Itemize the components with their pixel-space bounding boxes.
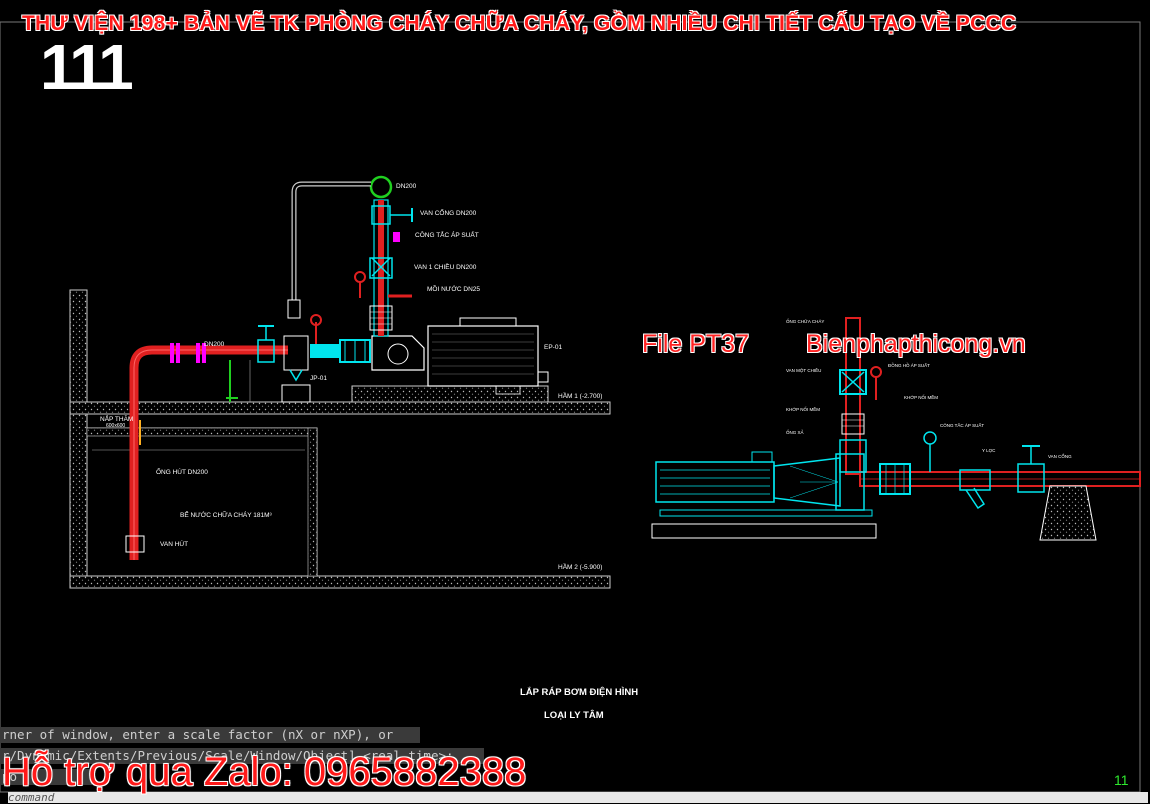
- sheet-number: 111: [40, 31, 134, 103]
- floor-slab-2: [69, 575, 611, 589]
- label-suction: ỐNG HÚT DN200: [156, 466, 208, 476]
- title-line-1: LẮP RÁP BƠM ĐIỆN HÌNH: [520, 686, 638, 698]
- right-support-block: [1039, 485, 1097, 541]
- r-label-6: ỐNG XẢ: [786, 429, 804, 435]
- label-lid: NẮP THĂM: [100, 414, 133, 423]
- dn200-circle: [369, 175, 393, 199]
- suction-pipe: [129, 345, 288, 560]
- r-label-9: VAN CỔNG: [1048, 453, 1072, 459]
- floor-slab-1: [69, 401, 611, 415]
- right-labels: ỐNG CHỮA CHÁY VAN MỘT CHIỀU ĐỒNG HỒ ÁP S…: [786, 318, 1072, 459]
- title-block: LẮP RÁP BƠM ĐIỆN HÌNH LOẠI LY TÂM: [520, 686, 638, 721]
- right-pump-section: [651, 317, 1141, 541]
- label-check-valve: VAN 1 CHIỀU DN200: [414, 261, 477, 271]
- right-y-strainer: [959, 469, 991, 491]
- right-riser: [845, 317, 861, 475]
- command-input[interactable]: command: [8, 792, 1148, 803]
- title-line-2: LOẠI LY TÂM: [544, 709, 604, 721]
- right-check-valve: [839, 369, 867, 395]
- file-id-watermark: File PT37: [642, 330, 749, 358]
- strainer: [283, 335, 309, 371]
- left-pump-section: [69, 175, 611, 589]
- banner-title: THƯ VIỆN 198+ BẢN VẼ TK PHÒNG CHÁY CHỮA …: [22, 12, 1017, 35]
- page-number: 11: [1114, 772, 1129, 788]
- label-level2: HẦM 2 (-5.900): [558, 561, 602, 571]
- label-foot-valve: VAN HÚT: [160, 539, 188, 548]
- label-jp01: JP-01: [310, 375, 327, 382]
- flanges: [170, 343, 206, 363]
- label-dn200-side: DN200: [204, 341, 225, 348]
- pump-motor: [427, 325, 539, 387]
- pump-casing: [371, 335, 425, 371]
- label-pressure-switch: CÔNG TẮC ÁP SUẤT: [415, 229, 479, 239]
- left-wall: [69, 289, 88, 589]
- label-priming: MỒI NƯỚC DN25: [427, 283, 480, 293]
- right-pump-body: [773, 457, 841, 507]
- check-valve: [371, 257, 391, 277]
- command-history-line-1: rner of window, enter a scale factor (nX…: [0, 727, 420, 743]
- label-gate-valve: VAN CỔNG DN200: [420, 208, 477, 217]
- label-tank: BỂ NƯỚC CHỮA CHÁY 181M³: [180, 510, 273, 519]
- tank-wall: [307, 427, 318, 577]
- label-dn200-top: DN200: [396, 183, 417, 190]
- right-flex-vertical: [841, 413, 865, 435]
- command-history-line-2: r/Dynamic/Extents/Previous/Scale/Window/…: [0, 748, 484, 764]
- right-gauge: [923, 431, 937, 445]
- r-label-8: Y LỌC: [982, 448, 996, 453]
- right-base: [651, 523, 877, 539]
- r-label-3: ĐỒNG HỒ ÁP SUẤT: [888, 362, 930, 368]
- right-motor: [655, 461, 775, 503]
- tank-top: [86, 427, 318, 437]
- inlet-pipe: [310, 344, 340, 358]
- pressure-switch: [393, 232, 400, 242]
- r-label-7: CÔNG TẮC ÁP SUẤT: [940, 421, 984, 428]
- foot-valve: [125, 535, 145, 553]
- r-label-2: VAN MỘT CHIỀU: [786, 367, 821, 373]
- right-skid: [659, 509, 873, 517]
- label-level1: HẦM 1 (-2.700): [558, 390, 602, 400]
- site-watermark: Bienphapthicong.vn: [806, 330, 1026, 358]
- r-label-1: ỐNG CHỮA CHÁY: [786, 318, 824, 324]
- r-label-5: KHỚP NỐI MỀM: [904, 394, 938, 400]
- r-label-4: KHỚP NỐI MỀM: [786, 406, 820, 412]
- suction-pipe-highlight: [133, 349, 288, 560]
- label-ep01: EP-01: [544, 344, 562, 351]
- support-contact: Hỗ trợ qua Zalo: 0965882388: [2, 750, 527, 794]
- label-lid-size: 600x600: [106, 423, 125, 429]
- right-gate-valve: [1017, 463, 1045, 493]
- left-labels: DN200 VAN CỔNG DN200 CÔNG TẮC ÁP SUẤT VA…: [100, 183, 602, 571]
- command-history-line-3: po: [0, 769, 92, 785]
